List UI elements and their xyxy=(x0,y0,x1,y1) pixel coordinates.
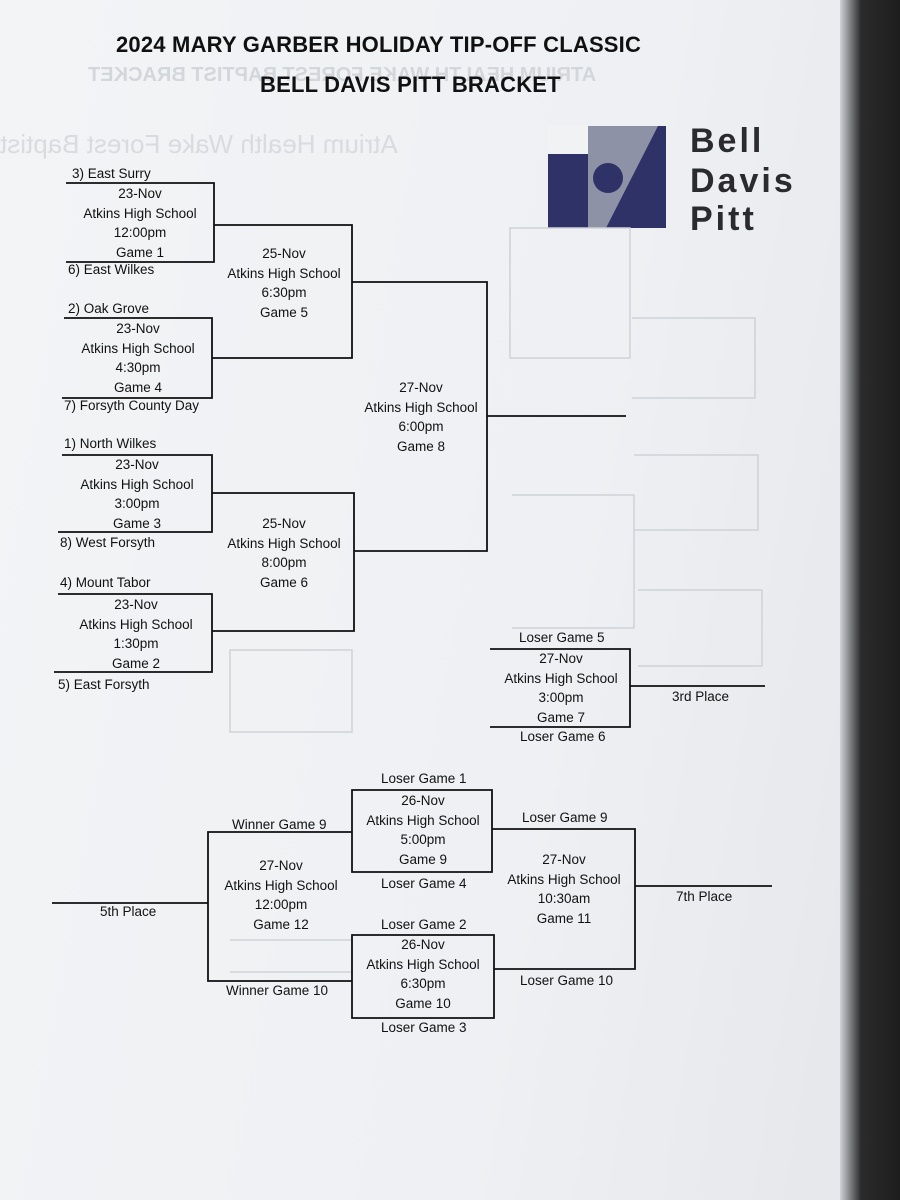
bdp-logo-mark xyxy=(548,126,666,228)
game-time: 4:30pm xyxy=(115,360,161,375)
game-date: 27-Nov xyxy=(259,858,303,873)
bracket-main-lines xyxy=(52,182,772,1019)
label-winner-game-10: Winner Game 10 xyxy=(226,983,329,998)
game-venue: Atkins High School xyxy=(80,476,194,492)
game-number: Game 5 xyxy=(259,304,309,320)
label-loser-game-9: Loser Game 9 xyxy=(522,810,608,825)
label-loser-game-4: Loser Game 4 xyxy=(381,876,467,891)
game-number: Game 12 xyxy=(253,916,309,932)
game-number: Game 4 xyxy=(113,379,163,395)
game-date: 23-Nov xyxy=(114,597,158,612)
team-east-wilkes: 6) East Wilkes xyxy=(68,262,155,277)
game-venue: Atkins High School xyxy=(79,616,193,632)
game-time: 6:30pm xyxy=(400,976,446,991)
game-date: 23-Nov xyxy=(115,457,159,472)
game-number: Game 9 xyxy=(398,851,448,867)
game-time: 5:00pm xyxy=(400,832,446,847)
team-north-wilkes: 1) North Wilkes xyxy=(64,436,157,451)
logo-mark-dot xyxy=(593,163,623,193)
game-time: 10:30am xyxy=(537,891,591,906)
label-5th-place: 5th Place xyxy=(100,904,157,919)
game-venue: Atkins High School xyxy=(507,871,621,887)
game-number: Game 7 xyxy=(536,709,586,725)
logo-text-bell: Bell xyxy=(690,122,765,160)
team-west-forsyth: 8) West Forsyth xyxy=(60,535,156,550)
game-time: 6:30pm xyxy=(261,285,307,300)
game-date: 27-Nov xyxy=(539,651,583,666)
title-line-2: BELL DAVIS PITT BRACKET xyxy=(260,72,561,97)
team-mount-tabor: 4) Mount Tabor xyxy=(60,575,151,590)
game-date: 23-Nov xyxy=(116,321,160,336)
game-date: 25-Nov xyxy=(262,516,306,531)
label-loser-game-3: Loser Game 3 xyxy=(381,1020,467,1035)
bleed-through-lines xyxy=(229,227,763,973)
logo-text-davis: Davis xyxy=(690,162,796,200)
game-number: Game 2 xyxy=(111,655,161,671)
game-time: 3:00pm xyxy=(538,690,584,705)
game-date: 27-Nov xyxy=(542,852,586,867)
game-venue: Atkins High School xyxy=(227,265,341,281)
label-loser-game-1: Loser Game 1 xyxy=(381,771,467,786)
title-line-1: 2024 MARY GARBER HOLIDAY TIP-OFF CLASSIC xyxy=(116,32,642,57)
label-loser-game-10: Loser Game 10 xyxy=(520,973,614,988)
game-venue: Atkins High School xyxy=(504,670,618,686)
game-date: 26-Nov xyxy=(401,937,445,952)
game-time: 6:00pm xyxy=(398,419,444,434)
label-loser-game-5: Loser Game 5 xyxy=(519,630,605,645)
game-venue: Atkins High School xyxy=(224,877,338,893)
game-number: Game 10 xyxy=(395,995,451,1011)
team-forsyth-county-day: 7) Forsyth County Day xyxy=(64,398,200,413)
logo-mark-navy xyxy=(606,126,666,228)
label-3rd-place: 3rd Place xyxy=(672,689,730,704)
game-time: 3:00pm xyxy=(114,496,160,511)
background-edge xyxy=(840,0,900,1200)
game-time: 1:30pm xyxy=(113,636,159,651)
game-number: Game 11 xyxy=(536,910,592,926)
game-venue: Atkins High School xyxy=(366,812,480,828)
game-venue: Atkins High School xyxy=(227,535,341,551)
game-number: Game 1 xyxy=(115,244,165,260)
label-winner-game-9: Winner Game 9 xyxy=(232,817,327,832)
game-venue: Atkins High School xyxy=(364,399,478,415)
game-date: 26-Nov xyxy=(401,793,445,808)
game-date: 27-Nov xyxy=(399,380,443,395)
game-date: 23-Nov xyxy=(118,186,162,201)
game-venue: Atkins High School xyxy=(83,205,197,221)
team-east-forsyth: 5) East Forsyth xyxy=(58,677,150,692)
game-venue: Atkins High School xyxy=(81,340,195,356)
team-oak-grove: 2) Oak Grove xyxy=(68,301,150,316)
label-loser-game-6: Loser Game 6 xyxy=(520,729,606,744)
label-7th-place: 7th Place xyxy=(676,889,733,904)
game-number: Game 3 xyxy=(112,515,162,531)
game-time: 8:00pm xyxy=(261,555,307,570)
game-time: 12:00pm xyxy=(113,225,167,240)
label-loser-game-2: Loser Game 2 xyxy=(381,917,467,932)
logo-text-pitt: Pitt xyxy=(690,200,757,238)
team-east-surry: 3) East Surry xyxy=(72,166,151,181)
game-time: 12:00pm xyxy=(254,897,308,912)
game-number: Game 8 xyxy=(396,438,446,454)
game-venue: Atkins High School xyxy=(366,956,480,972)
game-number: Game 6 xyxy=(259,574,309,590)
game-date: 25-Nov xyxy=(262,246,306,261)
